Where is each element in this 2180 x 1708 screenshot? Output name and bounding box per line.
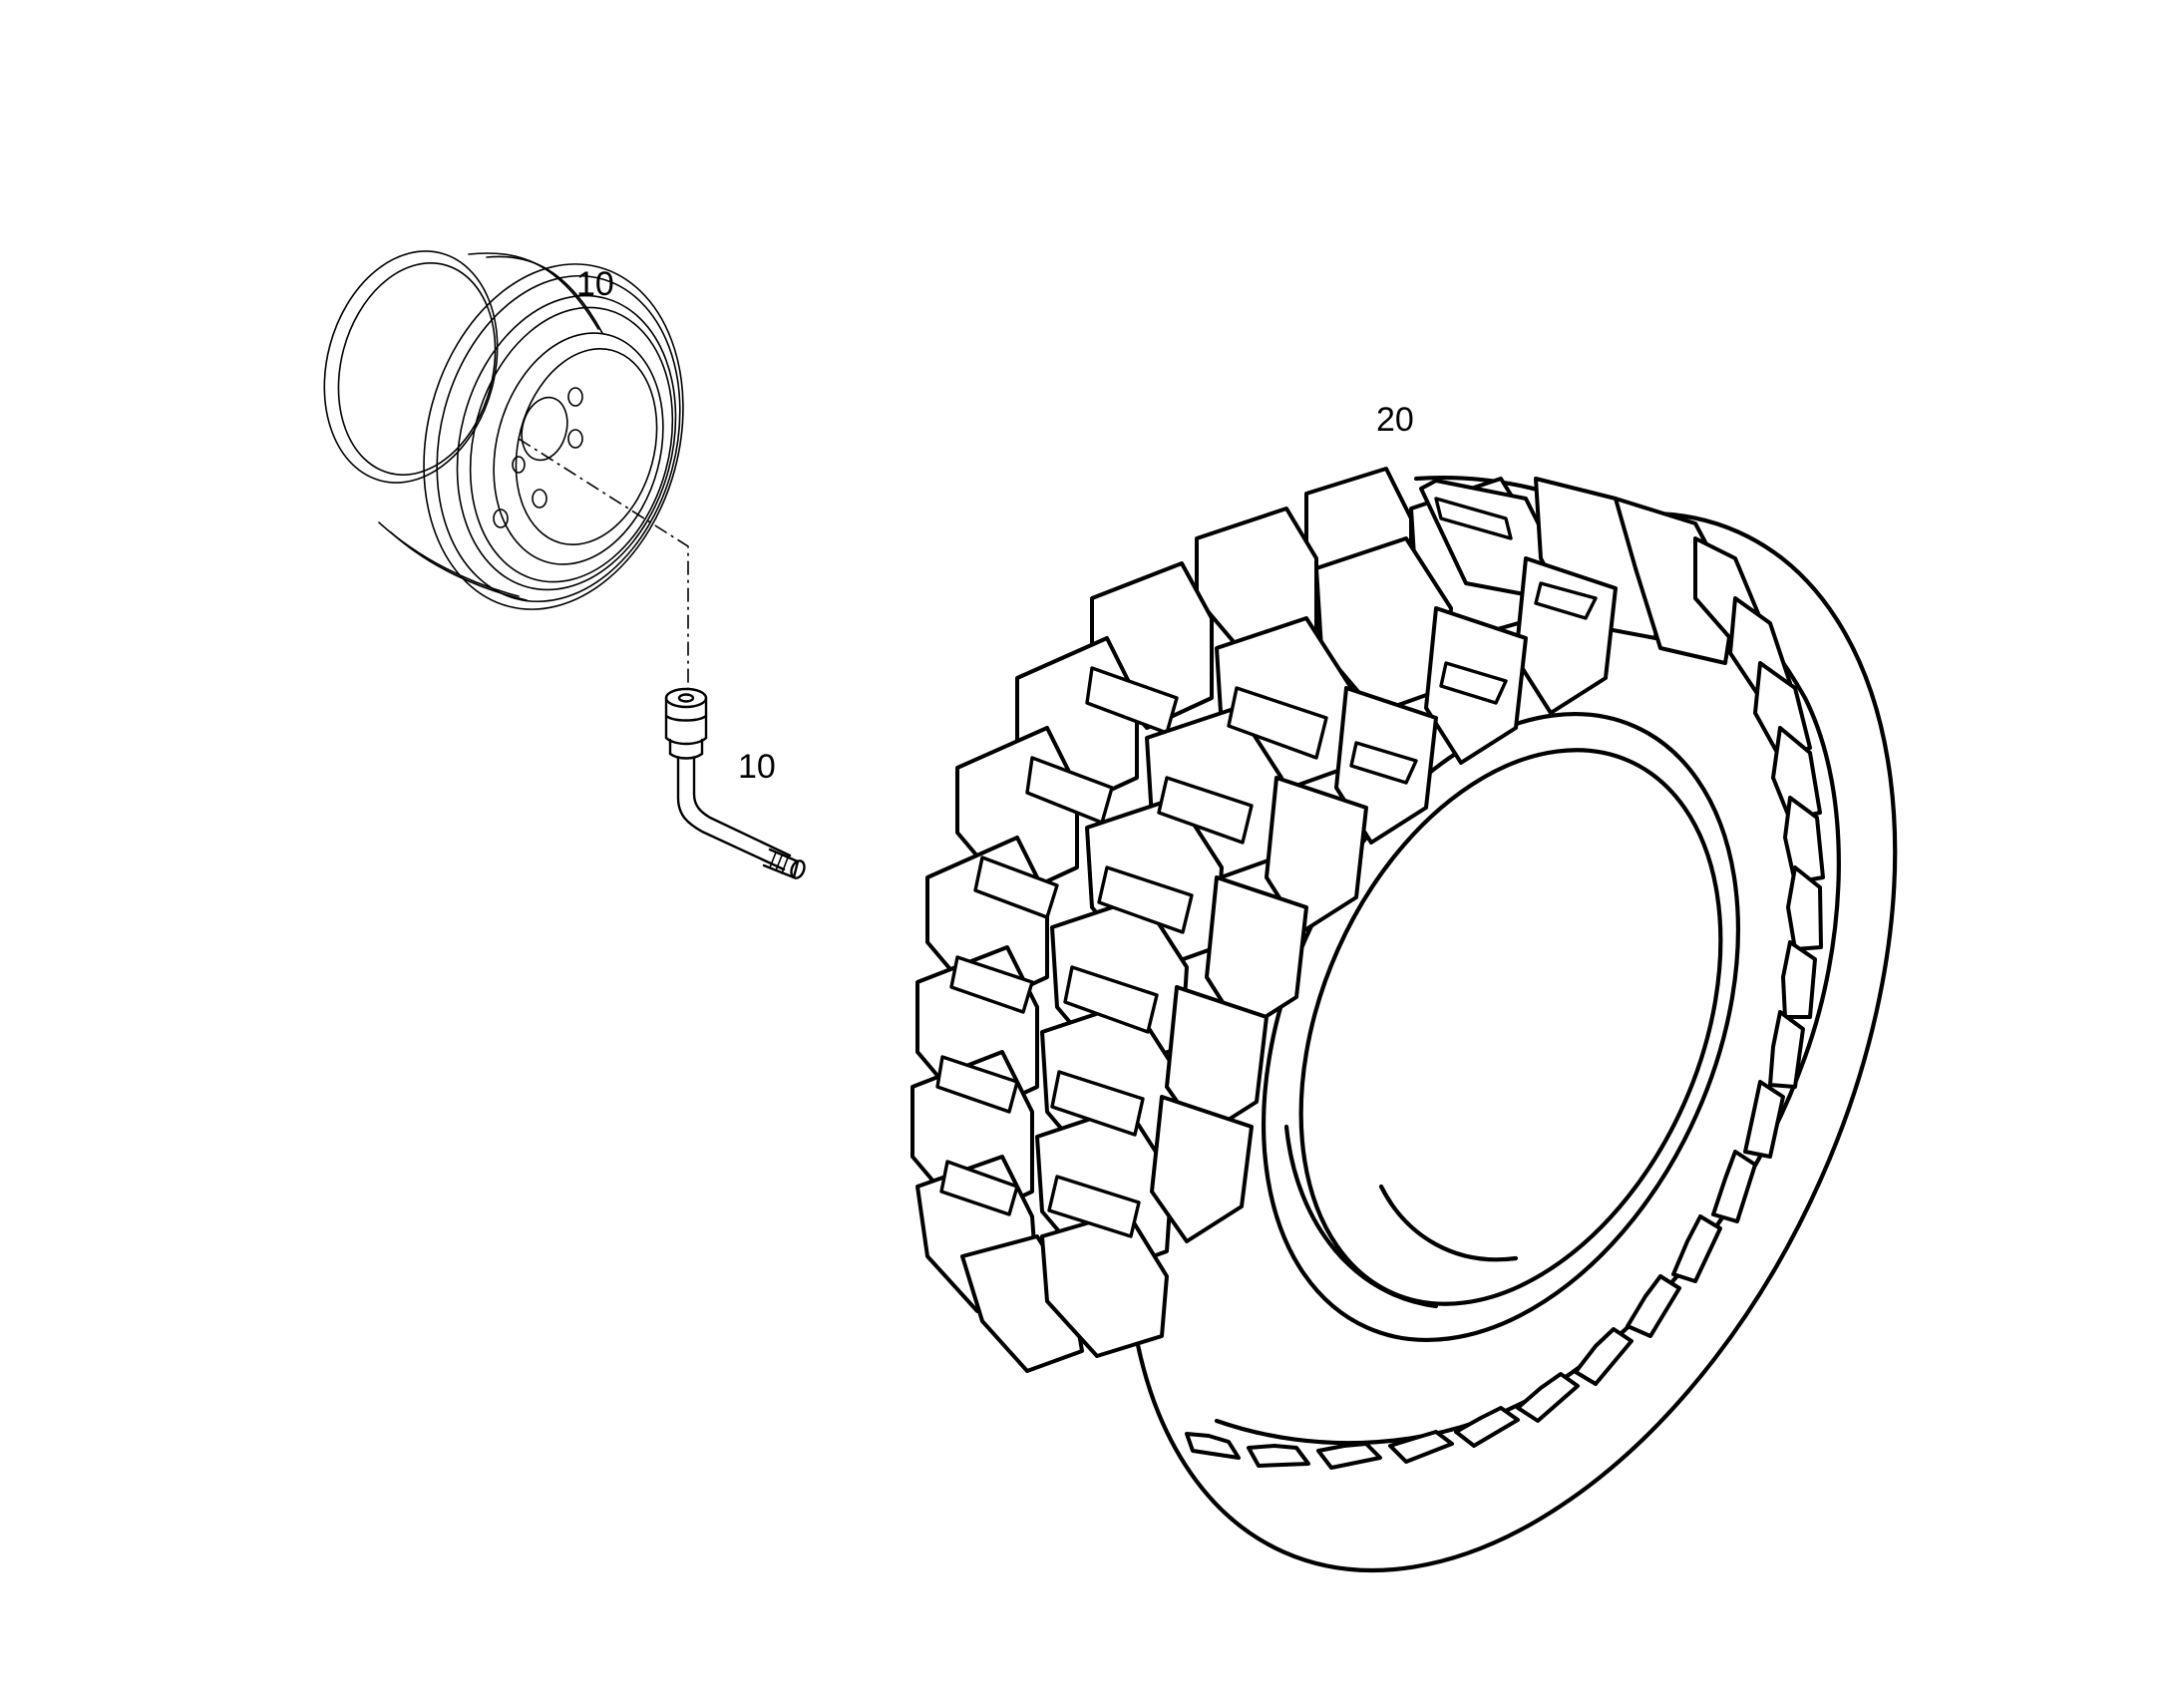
- tread-lugs: [910, 467, 1825, 1470]
- callout-rim: 10: [576, 265, 614, 303]
- callout-tire: 20: [1376, 401, 1414, 439]
- tire: [910, 467, 1898, 1573]
- valve-stem: [664, 687, 806, 879]
- assembly-line: [518, 438, 689, 688]
- wheel-rim: [323, 250, 684, 610]
- callout-valve: 10: [738, 748, 776, 786]
